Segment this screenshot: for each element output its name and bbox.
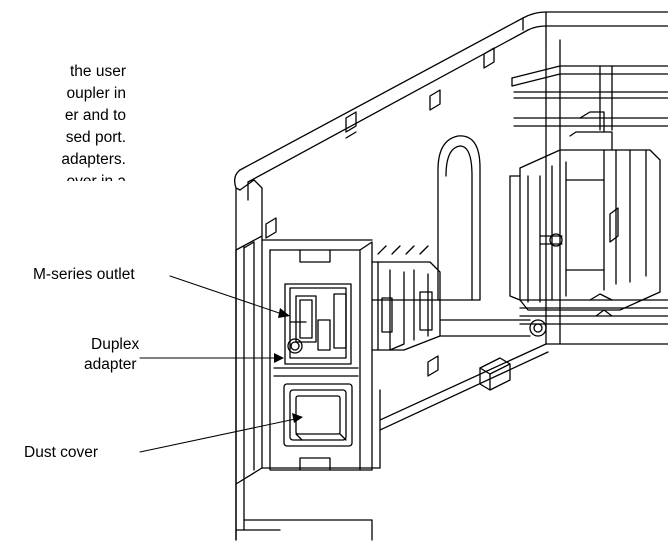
label-dust-cover: Dust cover [24, 444, 99, 461]
leader-lines [139, 275, 301, 453]
leader-outlet [169, 275, 289, 317]
m-series-outlet [284, 283, 352, 365]
duplex-adapter [371, 245, 441, 351]
arrow-duplex-icon [274, 353, 284, 363]
paragraph-line-5: adapters. [61, 151, 126, 168]
front-plate [235, 179, 381, 541]
arrow-dust-icon [292, 413, 303, 423]
arrow-outlet-icon [278, 308, 290, 318]
paragraph-line-1: the user [69, 63, 126, 80]
paragraph-line-6: over in a [67, 171, 126, 181]
label-m-series-outlet: M-series outlet [33, 266, 135, 283]
wall-details [265, 47, 547, 391]
side-rib [243, 241, 255, 471]
description-paragraph: the user oupler in er and to sed port. a… [0, 61, 130, 181]
rear-coupler [509, 111, 661, 311]
paragraph-line-2: oupler in [66, 85, 126, 102]
label-duplex: Duplex [91, 336, 140, 353]
guide-rails [511, 65, 668, 325]
label-adapter: adapter [84, 356, 137, 373]
leader-dust [139, 417, 301, 453]
paragraph-line-3: er and to [64, 107, 126, 124]
paragraph-line-4: sed port. [65, 129, 126, 146]
leader-arrows [274, 308, 303, 423]
module-frame [269, 241, 373, 471]
box-housing [234, 11, 668, 541]
